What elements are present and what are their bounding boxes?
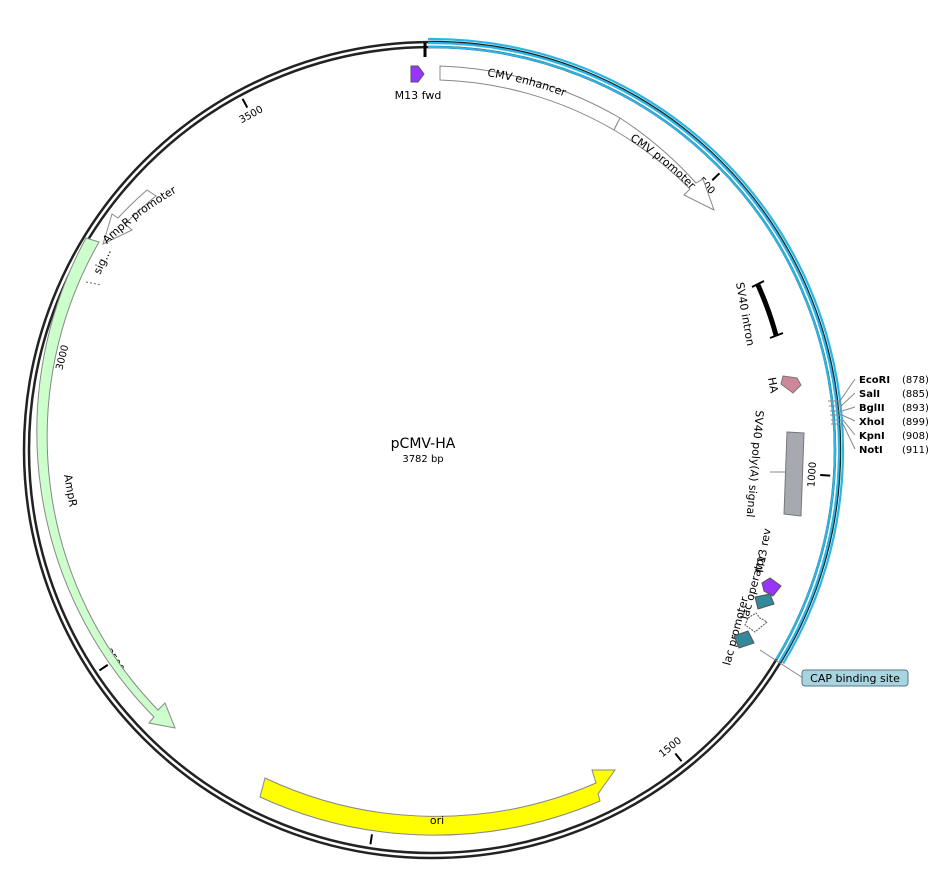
- tick-marks: 500100015002000250030003500: [44, 98, 831, 845]
- feature-ori[interactable]: ori: [259, 769, 616, 836]
- tick-label-1500: 1500: [657, 735, 684, 760]
- feature-label-ampr: AmpR: [61, 473, 80, 508]
- feature-ampr[interactable]: sig… AmpR: [36, 237, 176, 729]
- marker-label-cap-binding-site: CAP binding site: [810, 672, 900, 685]
- tick-500: [711, 172, 721, 181]
- feature-ampr-promoter[interactable]: AmpR promoter: [100, 183, 179, 246]
- marker-m13-fwd[interactable]: M13 fwd: [395, 65, 442, 102]
- feature-label-ori: ori: [430, 814, 444, 827]
- site-connector: [831, 423, 856, 450]
- site-name-xhoi[interactable]: XhoI: [859, 417, 884, 428]
- feature-label-sv40-polya: SV40 poly(A) signal: [744, 410, 766, 518]
- site-connector: [830, 406, 856, 412]
- marker-label-lac-promoter: lac promoter: [720, 595, 751, 667]
- marker-label-ha: HA: [765, 376, 781, 394]
- highlight-arc: [428, 37, 845, 665]
- feature-sv40-polya[interactable]: SV40 poly(A) signal: [744, 410, 805, 518]
- marker-ha[interactable]: HA: [765, 375, 802, 395]
- tick-2500: [98, 664, 109, 672]
- restriction-sites: EcoRI (878) SalI (885) BglII (893) XhoI (899) Kp…: [828, 375, 929, 456]
- plasmid-name: pCMV-HA: [391, 436, 456, 452]
- site-name-ecori[interactable]: EcoRI: [859, 375, 890, 386]
- site-position: (911): [902, 445, 929, 456]
- highlight-region: [428, 37, 845, 665]
- tick-1500: [674, 752, 683, 762]
- highlight-arc: [428, 45, 837, 660]
- site-position: (878): [902, 375, 929, 386]
- marker-label-m13-fwd: M13 fwd: [395, 89, 442, 102]
- site-name-sali[interactable]: SalI: [859, 389, 880, 400]
- feature-sv40-intron[interactable]: SV40 intron: [733, 280, 784, 347]
- site-connector: [829, 392, 856, 407]
- marker-cap-binding-site[interactable]: CAP binding site: [733, 630, 909, 687]
- cap-label-box: [801, 669, 909, 687]
- site-position: (893): [902, 403, 929, 414]
- plasmid-length: 3782 bp: [402, 454, 443, 465]
- feature-label-sv40-intron: SV40 intron: [733, 281, 757, 347]
- site-connector: [830, 414, 856, 422]
- tick-label-3500: 3500: [238, 104, 266, 126]
- site-name-bglii[interactable]: BglII: [859, 403, 885, 414]
- site-connector: [831, 419, 856, 436]
- site-name-kpni[interactable]: KpnI: [859, 431, 885, 442]
- tick-label-1000: 1000: [806, 461, 819, 487]
- site-name-noti[interactable]: NotI: [859, 445, 883, 456]
- site-position: (885): [902, 389, 929, 400]
- tick-2000: [369, 834, 373, 845]
- site-position: (899): [902, 417, 929, 428]
- feature-cmv-promoter[interactable]: CMV promoter: [613, 117, 715, 212]
- feature-label-cmv-promoter: CMV promoter: [628, 131, 699, 192]
- tick-3500: [241, 98, 249, 109]
- site-position: (908): [902, 431, 929, 442]
- site-connector: [828, 378, 856, 402]
- highlight-arc: [428, 41, 841, 662]
- tick-1000: [820, 474, 831, 477]
